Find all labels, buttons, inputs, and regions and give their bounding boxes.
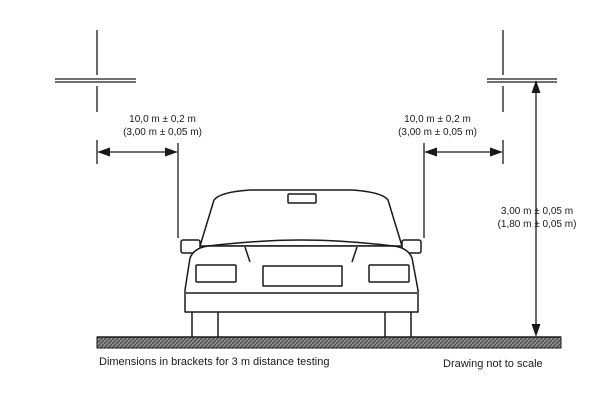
- right-distance-arrow: [423, 143, 503, 238]
- left-distance-label: 10,0 m ± 0,2 m (3,00 m ± 0,05 m): [100, 113, 225, 139]
- right-microphone-marker: [487, 30, 557, 164]
- left-mirror: [180, 239, 201, 254]
- left-distance-arrow: [97, 143, 179, 238]
- left-distance-bracket-value: (3,00 m ± 0,05 m): [123, 127, 202, 138]
- left-distance-value: 10,0 m ± 0,2 m: [129, 114, 196, 125]
- right-distance-value: 10,0 m ± 0,2 m: [404, 114, 471, 125]
- windscreen: [199, 189, 403, 247]
- right-distance-label: 10,0 m ± 0,2 m (3,00 m ± 0,05 m): [375, 113, 500, 139]
- height-arrow: [531, 80, 541, 337]
- right-headlamp: [368, 264, 410, 283]
- brackets-note: Dimensions in brackets for 3 m distance …: [99, 356, 330, 368]
- vehicle-front-view: [180, 189, 422, 339]
- right-distance-bracket-value: (3,00 m ± 0,05 m): [398, 127, 477, 138]
- front-grille: [262, 265, 343, 287]
- right-mirror: [401, 239, 422, 254]
- height-value: 3,00 m ± 0,05 m: [500, 206, 574, 217]
- left-headlamp: [195, 264, 237, 283]
- scale-note: Drawing not to scale: [443, 358, 543, 370]
- roof-lamp: [287, 193, 317, 204]
- height-label: 3,00 m ± 0,05 m (1,80 m ± 0,05 m): [478, 205, 596, 231]
- height-bracket-value: (1,80 m ± 0,05 m): [497, 219, 577, 230]
- ground-surface: [96, 336, 562, 349]
- left-microphone-marker: [55, 30, 136, 164]
